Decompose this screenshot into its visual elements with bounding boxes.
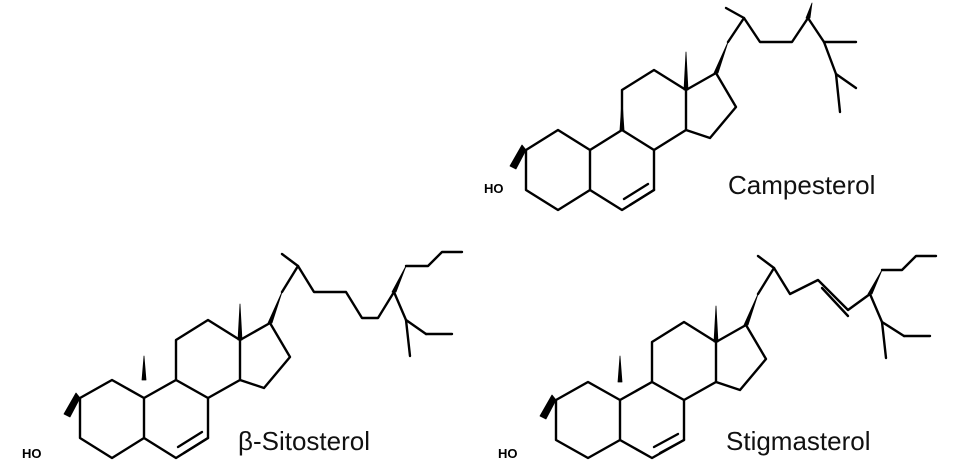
hydroxyl-label: HO	[22, 446, 42, 461]
molecule-name-stigmasterol: Stigmasterol	[726, 426, 871, 456]
molecule-name-campesterol: Campesterol	[728, 170, 875, 200]
campesterol-structure	[509, 2, 858, 212]
beta-sitosterol-structure	[63, 250, 464, 460]
molecule-name-beta-sitosterol: β-Sitosterol	[238, 426, 370, 456]
stigmasterol-structure	[539, 254, 938, 460]
hydroxyl-label: HO	[484, 181, 504, 196]
hydroxyl-label: HO	[498, 446, 518, 461]
